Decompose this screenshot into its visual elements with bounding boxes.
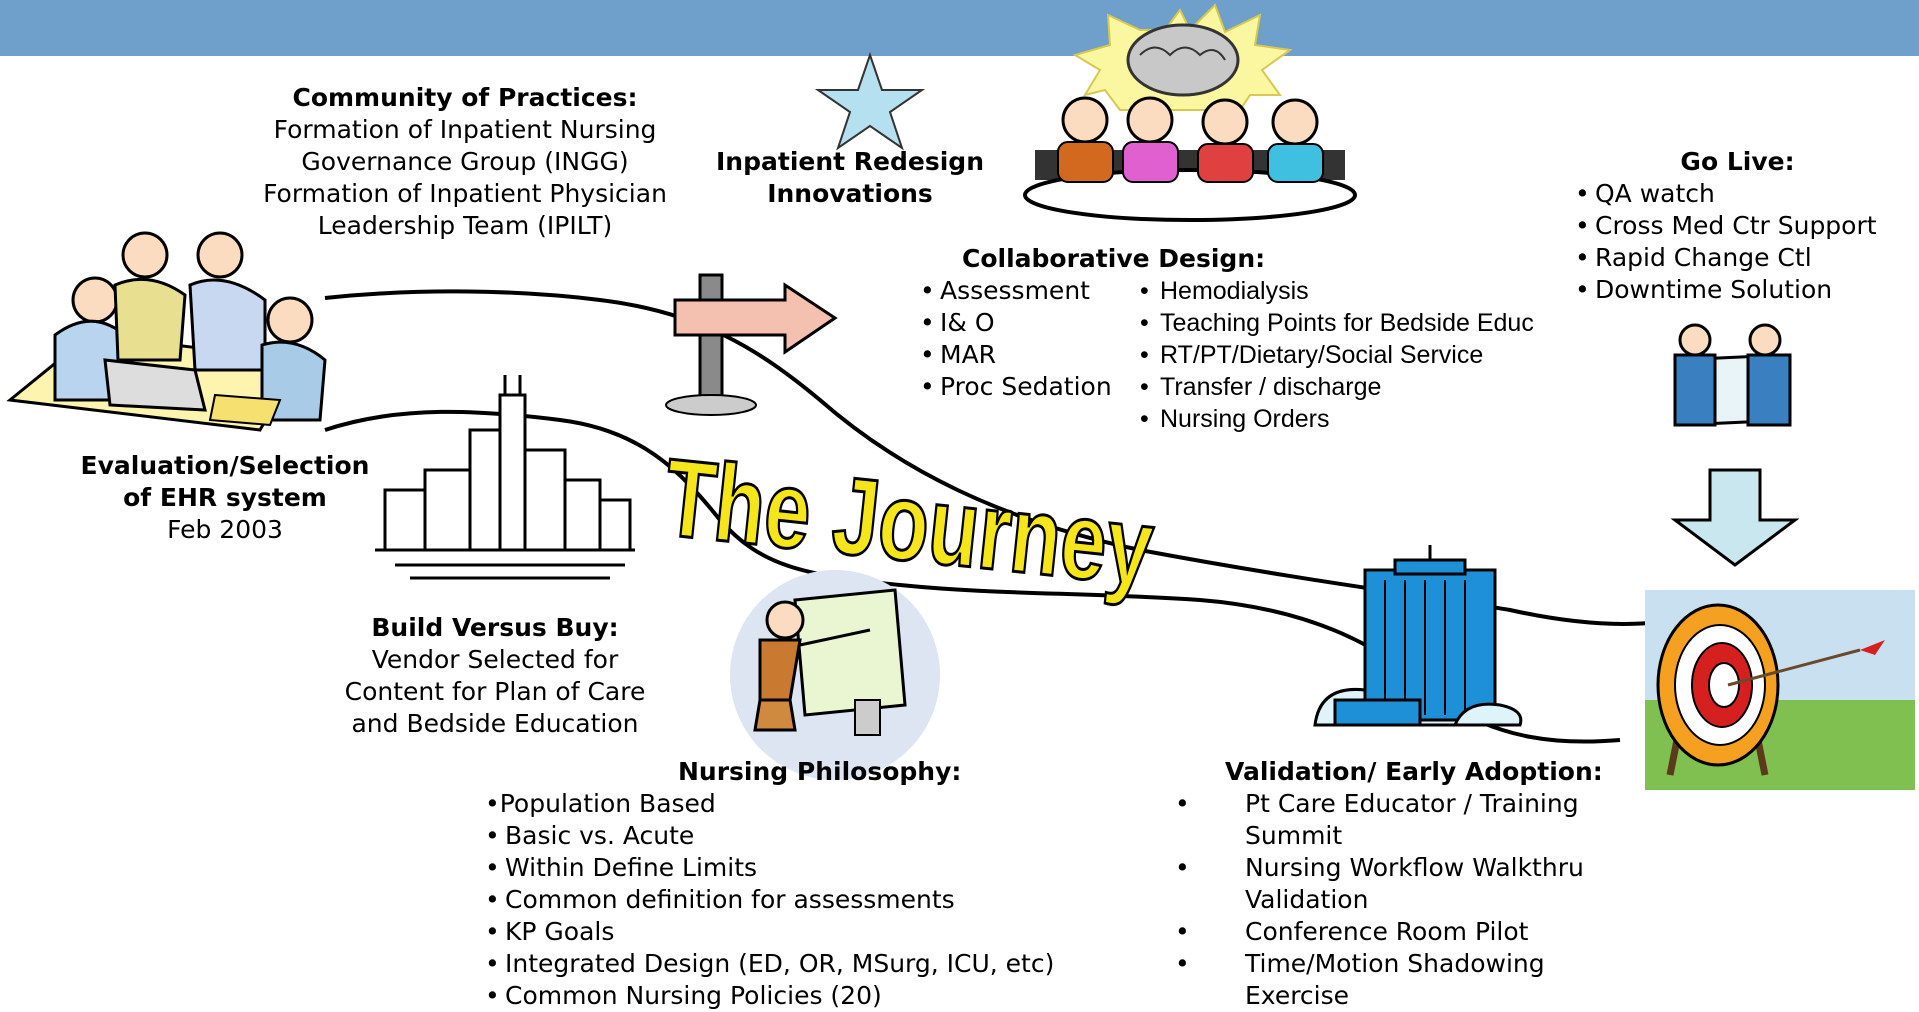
community-line: Formation of Inpatient Physician [263,179,667,208]
philosophy-item: KP Goals [485,916,1054,948]
collab-item: Teaching Points for Bedside Educ [1140,307,1534,339]
evaluation-date: Feb 2003 [167,515,283,544]
validation-item-text: Nursing Workflow Walkthru [1245,853,1584,882]
validation-item-text: Validation [1245,885,1369,914]
go-live-item: Rapid Change Ctl [1575,242,1915,274]
road-upper [324,289,1732,626]
validation-item-text: Time/Motion Shadowing [1245,949,1545,978]
community-line: Leadership Team (IPILT) [317,211,613,240]
collab-item: Nursing Orders [1140,403,1534,435]
collab-item: RT/PT/Dietary/Social Service [1140,339,1534,371]
validation-title: Validation/ Early Adoption: [1225,757,1603,786]
journey-title: The Journey [659,436,1159,610]
community-block: Community of Practices: Formation of Inp… [245,82,685,242]
evaluation-line: Evaluation/Selection [80,451,370,480]
community-title: Community of Practices: [292,83,638,112]
community-line: Formation of Inpatient Nursing [273,115,657,144]
down-arrow-icon [1670,468,1800,567]
star-icon [814,51,926,151]
go-live-block: Go Live: QA watch Cross Med Ctr Support … [1575,146,1915,306]
evaluation-block: Evaluation/Selection of EHR system Feb 2… [50,450,400,546]
collab-right-list: Hemodialysis Teaching Points for Bedside… [1140,275,1534,435]
city-skyline-icon [375,375,635,580]
philosophy-title: Nursing Philosophy: [678,757,962,786]
target-icon [1645,590,1915,790]
philosophy-item: Integrated Design (ED, OR, MSurg, ICU, e… [485,948,1054,980]
innovations-line: Inpatient Redesign [716,147,984,176]
philosophy-item: Basic vs. Acute [485,820,1054,852]
validation-item-text: Conference Room Pilot [1245,917,1529,946]
collab-item: Assessment [920,275,1112,307]
philosophy-item: Within Define Limits [485,852,1054,884]
couple-map-icon [1673,323,1792,427]
go-live-title: Go Live: [1680,147,1795,176]
collab-item: MAR [920,339,1112,371]
build-block: Build Versus Buy: Vendor Selected for Co… [320,612,670,740]
collab-left-list: Assessment I& O MAR Proc Sedation [920,275,1112,403]
validation-item-text: Exercise [1245,981,1350,1010]
validation-item-text: Pt Care Educator / Training [1245,789,1579,818]
brain-meeting-icon [1023,3,1357,222]
philosophy-item: Common definition for assessments [485,884,1054,916]
teacher-icon [730,570,940,780]
collab-item: I& O [920,307,1112,339]
philosophy-list: •Population Based Basic vs. Acute Within… [485,788,1054,1012]
go-live-item: Downtime Solution [1575,274,1915,306]
skyscraper-icon [1313,545,1523,727]
philosophy-item: •Population Based [485,789,716,818]
validation-item: • Conference Room Pilot [1175,917,1529,946]
build-line: and Bedside Education [351,709,639,738]
build-line: Vendor Selected for [371,645,619,674]
community-line: Governance Group (INGG) [301,147,629,176]
innovations-line: Innovations [767,179,933,208]
signpost-icon [665,273,838,416]
build-title: Build Versus Buy: [371,613,619,642]
build-line: Content for Plan of Care [344,677,646,706]
collab-item: Proc Sedation [920,371,1112,403]
collab-title: Collaborative Design: [962,244,1266,273]
innovations-label: Inpatient Redesign Innovations [700,146,1000,210]
header-bar [0,0,1919,56]
collab-item: Hemodialysis [1140,275,1534,307]
go-live-item: Cross Med Ctr Support [1575,210,1915,242]
collab-item: Transfer / discharge [1140,371,1534,403]
evaluation-line: of EHR system [123,483,327,512]
validation-item-text: Summit [1245,821,1343,850]
office-team-icon [6,231,327,432]
go-live-item: QA watch [1575,178,1915,210]
philosophy-item: Common Nursing Policies (20) [485,980,1054,1012]
